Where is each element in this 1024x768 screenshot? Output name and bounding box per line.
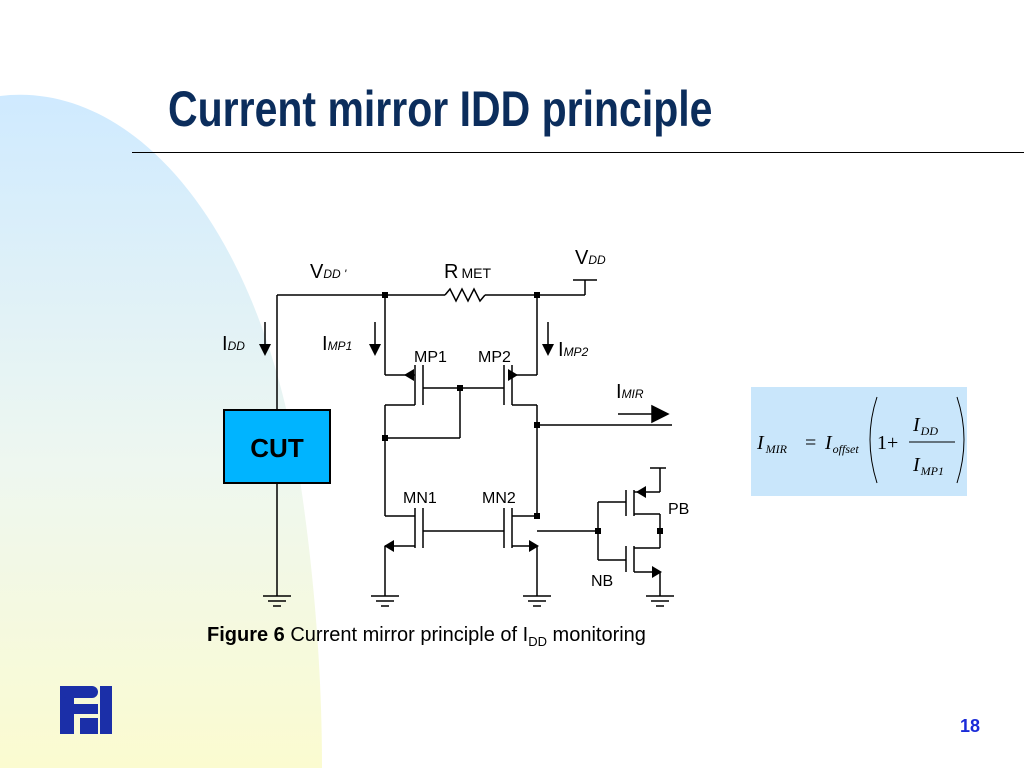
ground-symbols (263, 595, 674, 607)
transistor-mn2 (503, 508, 598, 596)
vdd-label: VDD (575, 247, 606, 269)
formula-left-paren (869, 396, 878, 484)
imp1-label: IMP1 (322, 333, 352, 355)
current-arrows (259, 322, 554, 356)
mp2-label: MP2 (478, 349, 511, 366)
vdd-prime-label: VDD ' (310, 261, 347, 283)
caption-text: Current mirror principle of I (284, 624, 529, 646)
title-divider (132, 152, 1024, 153)
mn2-arrow (529, 540, 539, 552)
fei-logo-icon (60, 686, 112, 734)
formula-numerator: IDD (912, 414, 938, 438)
formula-right-paren (956, 396, 965, 484)
page-title: Current mirror IDD principle (168, 81, 713, 137)
imir-arrow-icon (618, 404, 670, 424)
caption-tail: monitoring (546, 624, 646, 646)
transistor-mp1 (384, 295, 460, 438)
imp2-label: IMP2 (558, 339, 589, 361)
formula-equals: = (805, 432, 816, 454)
mp1-label: MP1 (414, 349, 447, 366)
cut-block: CUT (223, 409, 331, 484)
pb-label: PB (668, 501, 689, 518)
nb-label: NB (591, 573, 613, 590)
mp1-arrow (404, 369, 414, 381)
supply-rail (276, 279, 597, 596)
mn1-label: MN1 (403, 490, 437, 507)
formula-denominator: IMP1 (912, 454, 944, 478)
figure-caption: Figure 6 Current mirror principle of IDD… (207, 624, 646, 649)
bias-transistors (597, 467, 666, 596)
idd-label: IDD (222, 333, 245, 355)
figure-number: Figure 6 (207, 624, 285, 646)
pb-arrow (636, 486, 646, 498)
mp2-arrow (508, 369, 518, 381)
page-number: 18 (960, 716, 981, 736)
mn1-arrow (384, 540, 394, 552)
junction-dots (382, 292, 663, 534)
transistor-mp2 (385, 295, 672, 516)
imir-label: IMIR (616, 381, 644, 403)
caption-subscript: DD (528, 634, 547, 649)
transistor-mn1 (384, 438, 504, 596)
formula-offset: Ioffset (824, 432, 859, 456)
formula-one-plus: 1+ (877, 432, 898, 454)
mn2-label: MN2 (482, 490, 516, 507)
cut-label: CUT (250, 433, 304, 463)
nb-arrow (652, 566, 662, 578)
